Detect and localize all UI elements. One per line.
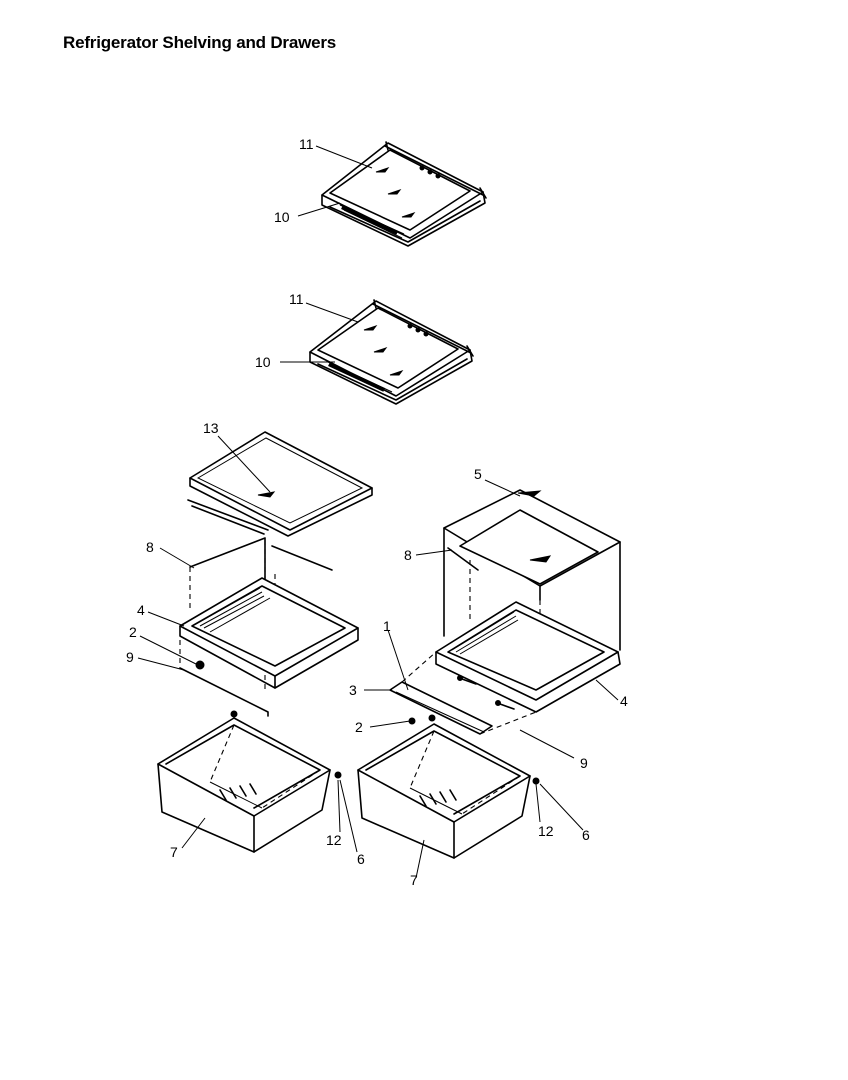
callout-right-slide: 12: [538, 823, 554, 839]
callout-left-screw: 6: [357, 851, 365, 867]
callout-left-drawer: 7: [170, 844, 178, 860]
callout-left-rail: 9: [126, 649, 134, 665]
right-crisper-rail: [389, 651, 537, 735]
callout-right-cover: 5: [474, 466, 482, 482]
glass-shelf-lower: [309, 299, 474, 405]
callout-left-seal: 8: [146, 539, 154, 555]
callout-right-frame: 4: [620, 693, 628, 709]
leader-lines: [137, 145, 619, 879]
right-crisper-cover: [443, 489, 621, 651]
page-title: Refrigerator Shelving and Drawers: [63, 33, 337, 52]
callout-right-bracket: 3: [349, 682, 357, 698]
right-crisper-drawer: [357, 723, 540, 859]
callout-right-drawer: 7: [410, 872, 418, 888]
callout-left-frame: 4: [137, 602, 145, 618]
callout-right-rail: 9: [580, 755, 588, 771]
callout-left-support: 2: [129, 624, 137, 640]
callout-right-rail-front: 1: [383, 618, 391, 634]
callout-shelf1-glass: 11: [299, 136, 314, 152]
callout-shelf2-glass: 11: [289, 291, 304, 307]
callout-right-support: 2: [355, 719, 363, 735]
right-crisper-frame: [435, 560, 621, 713]
callout-right-screw: 6: [582, 827, 590, 843]
glass-shelf-upper: [321, 141, 487, 247]
callout-shelf1-frame: 10: [274, 209, 290, 225]
left-crisper-cover: [187, 431, 373, 537]
callout-right-seal: 8: [404, 547, 412, 563]
callout-left-slide: 12: [326, 832, 342, 848]
callout-shelf2-frame: 10: [255, 354, 271, 370]
callout-labels: 11 10 11 10 13 8 4 2 9 7 12 6 5 8 1 3 4 …: [126, 136, 628, 888]
left-crisper-drawer: [157, 717, 342, 853]
callout-left-cover: 13: [203, 420, 219, 436]
left-crisper-frame: [179, 537, 359, 718]
